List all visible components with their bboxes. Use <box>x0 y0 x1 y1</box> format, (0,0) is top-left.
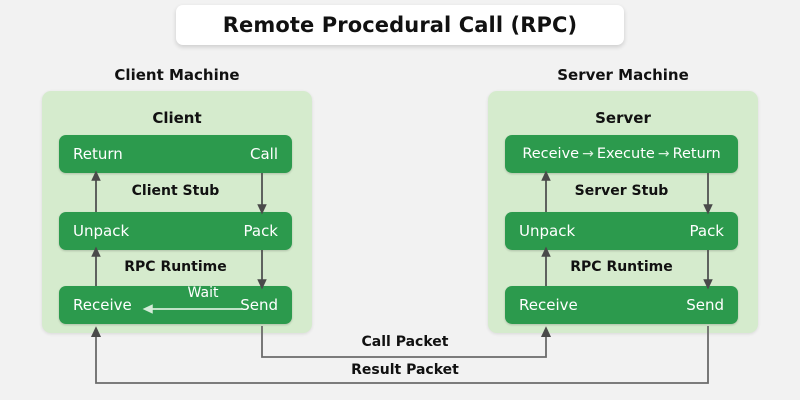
server-machine-caption: Server Machine <box>557 66 689 84</box>
server-unpack-label: Unpack <box>519 222 576 240</box>
server-stub-label: Server Stub <box>574 183 669 199</box>
server-return-label: Return <box>672 146 721 162</box>
client-receive-label: Receive <box>73 296 132 314</box>
server-panel-title: Server <box>595 109 651 127</box>
client-send-label: Send <box>240 296 278 314</box>
result-packet-label: Result Packet <box>351 362 459 378</box>
client-pack-label: Pack <box>243 222 279 240</box>
arrow-right-icon: → <box>582 146 594 162</box>
server-receive-runtime-label: Receive <box>519 296 578 314</box>
server-execute-label: Execute <box>596 146 655 162</box>
client-stub-box[interactable]: Unpack Pack <box>59 212 292 250</box>
server-receive-label: Receive <box>522 146 580 162</box>
client-application-box[interactable]: Return Call <box>59 135 292 173</box>
client-runtime-label: RPC Runtime <box>124 259 227 275</box>
server-runtime-label: RPC Runtime <box>570 259 673 275</box>
client-return-label: Return <box>73 145 123 163</box>
client-panel-title: Client <box>152 109 202 127</box>
server-stub-box[interactable]: Unpack Pack <box>505 212 738 250</box>
client-runtime-box[interactable]: Receive Send <box>59 286 292 324</box>
arrow-right-icon-2: → <box>657 146 670 162</box>
title-card: Remote Procedural Call (RPC) <box>176 5 624 45</box>
server-application-box[interactable]: Receive → Execute → Return <box>505 135 738 173</box>
client-wait-label: Wait <box>187 285 219 301</box>
client-unpack-label: Unpack <box>73 222 130 240</box>
call-packet-label: Call Packet <box>361 334 449 350</box>
client-call-label: Call <box>249 145 278 163</box>
page-title: Remote Procedural Call (RPC) <box>222 13 578 37</box>
server-send-label: Send <box>686 296 724 314</box>
server-execute-sequence: Receive → Execute → Return <box>505 146 738 162</box>
client-machine-caption: Client Machine <box>114 66 240 84</box>
server-pack-label: Pack <box>689 222 725 240</box>
client-stub-label: Client Stub <box>131 183 220 199</box>
server-runtime-box[interactable]: Receive Send <box>505 286 738 324</box>
